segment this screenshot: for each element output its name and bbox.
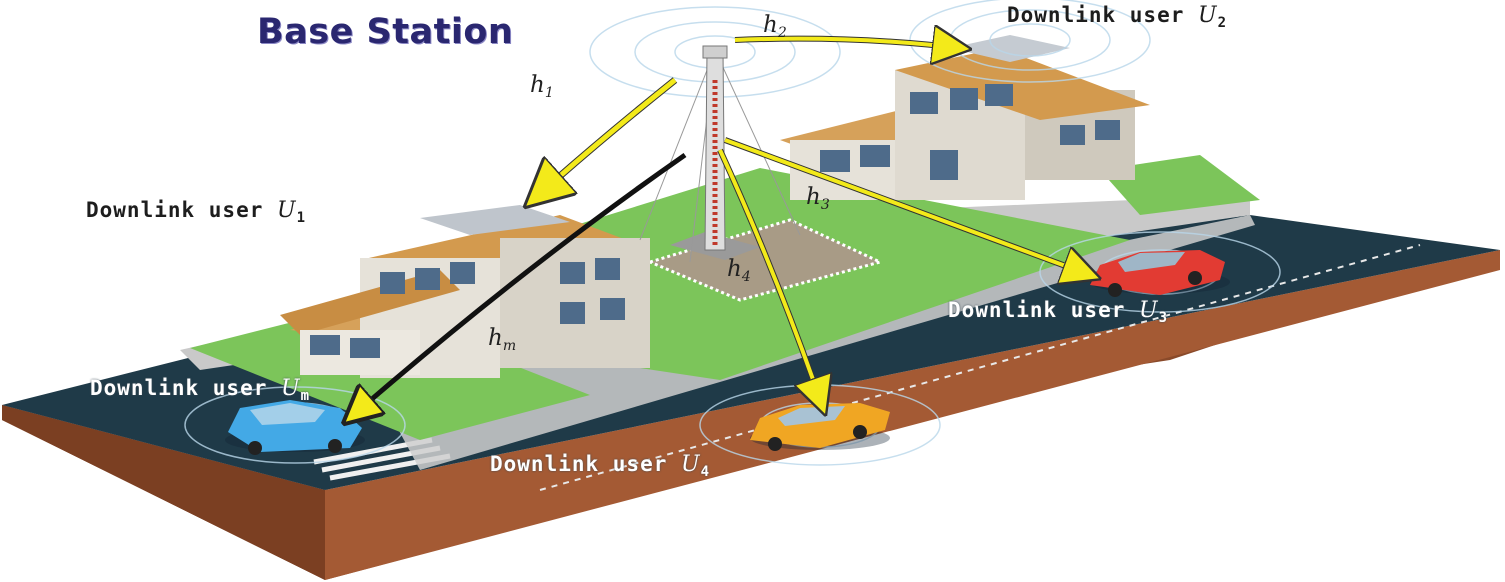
- label-channel-h2: h2: [763, 12, 787, 41]
- label-channel-hm: hm: [488, 325, 517, 354]
- label-channel-h3: h3: [806, 184, 830, 213]
- label-user-u1: Downlink user U1: [86, 198, 307, 226]
- channel-arrows: [350, 39, 1090, 418]
- lawn-right: [1100, 155, 1260, 215]
- ground-base: [2, 250, 1500, 580]
- arrow-hm: [350, 152, 687, 418]
- house-left: [280, 205, 650, 378]
- house-right: [780, 35, 1150, 200]
- label-user-u3: Downlink user U3: [948, 298, 1169, 326]
- label-channel-h4: h4: [727, 256, 751, 285]
- label-user-u4: Downlink user U4: [490, 452, 711, 480]
- car-blue: [225, 400, 365, 455]
- label-channel-h1: h1: [530, 72, 554, 101]
- label-user-u2: Downlink user U2: [1007, 3, 1228, 31]
- page-title: Base Station: [257, 12, 514, 52]
- base-station-tower: [639, 45, 801, 263]
- label-user-um: Downlink user Um: [90, 376, 311, 404]
- car-red: [1090, 250, 1230, 297]
